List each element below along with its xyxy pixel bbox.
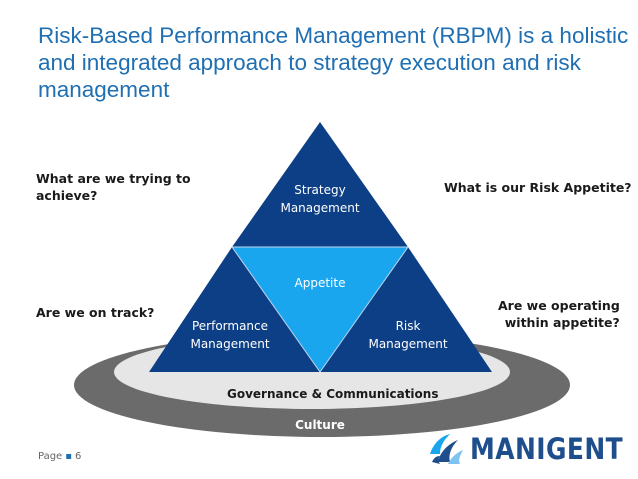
question-what-to-achieve: What are we trying to achieve? [36,170,191,204]
strategy-label-line-2: Management [280,201,360,215]
question-within-appetite: Are we operating within appetite? [498,297,620,331]
performance-label-line-2: Management [190,337,270,351]
question-risk-appetite: What is our Risk Appetite? [444,180,632,195]
risk-triangle [320,247,492,372]
performance-management-label: Performance Management [180,317,280,353]
bullet-separator-icon: ▪ [65,451,72,462]
page-label: Page [38,451,63,462]
slide-title: Risk-Based Performance Management (RBPM)… [38,22,628,103]
appetite-label: Appetite [294,276,346,290]
strategy-management-label: Strategy Management [270,181,370,217]
strategy-triangle [232,122,408,247]
performance-triangle [149,247,320,372]
slide-title-line-1: Risk-Based Performance Management (RBPM)… [38,23,629,48]
page-number: 6 [75,451,82,462]
question-4-line-2: within appetite? [504,315,620,330]
performance-label-line-1: Performance [191,319,269,333]
risk-label-line-1: Risk [395,319,421,333]
appetite-triangle [232,247,408,372]
question-1-line-1: What are we trying to [36,171,191,186]
page-footer: Page▪6 [38,451,81,462]
governance-communications-label: Governance & Communications [227,387,439,401]
manigent-logo-icon [430,434,463,464]
slide-title-line-3: management [38,77,170,102]
risk-management-label: Risk Management [358,317,458,353]
question-4-line-1: Are we operating [498,298,620,313]
manigent-logo-text: MANIGENT [470,432,624,466]
slide-title-line-2: and integrated approach to strategy exec… [38,50,581,75]
question-1-line-2: achieve? [36,188,98,203]
question-on-track: Are we on track? [36,305,155,320]
strategy-label-line-1: Strategy [294,183,346,197]
culture-label: Culture [295,418,345,432]
risk-label-line-2: Management [368,337,448,351]
